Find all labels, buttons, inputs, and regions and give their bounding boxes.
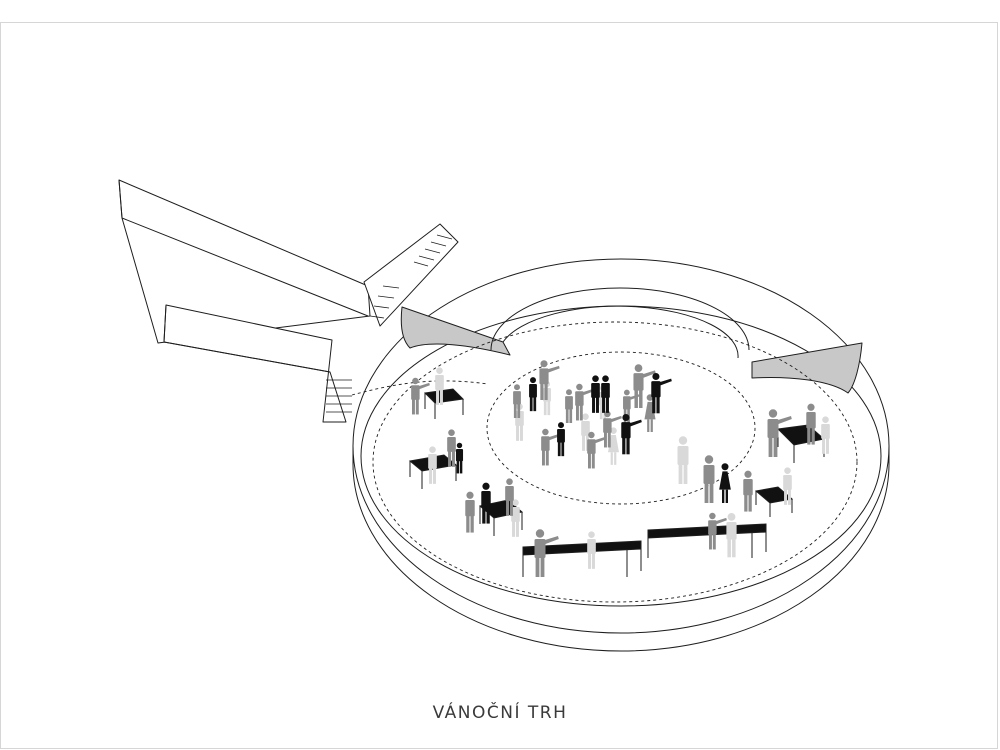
ramp-right (751, 342, 863, 394)
stair-treads (326, 234, 453, 413)
courtyard-wall (490, 287, 750, 351)
circulation-paths (351, 321, 858, 603)
stall-table (423, 388, 465, 419)
path-outer-loop (372, 321, 858, 603)
wing-lower-edge (163, 304, 331, 373)
stall-table (754, 486, 794, 517)
wing-upper-edge (118, 179, 369, 317)
courtyard-back (502, 305, 739, 359)
drawing-caption: VÁNOČNÍ TRH (432, 703, 568, 723)
ramp-left (400, 306, 511, 356)
stall-table-long (522, 540, 642, 577)
wing-upper-left (118, 179, 371, 344)
drawing-frame (0, 22, 998, 749)
path-inner-loop (486, 351, 756, 505)
path-entry (351, 380, 489, 396)
stair-tower (363, 223, 459, 327)
platform-outer-top (352, 258, 890, 634)
